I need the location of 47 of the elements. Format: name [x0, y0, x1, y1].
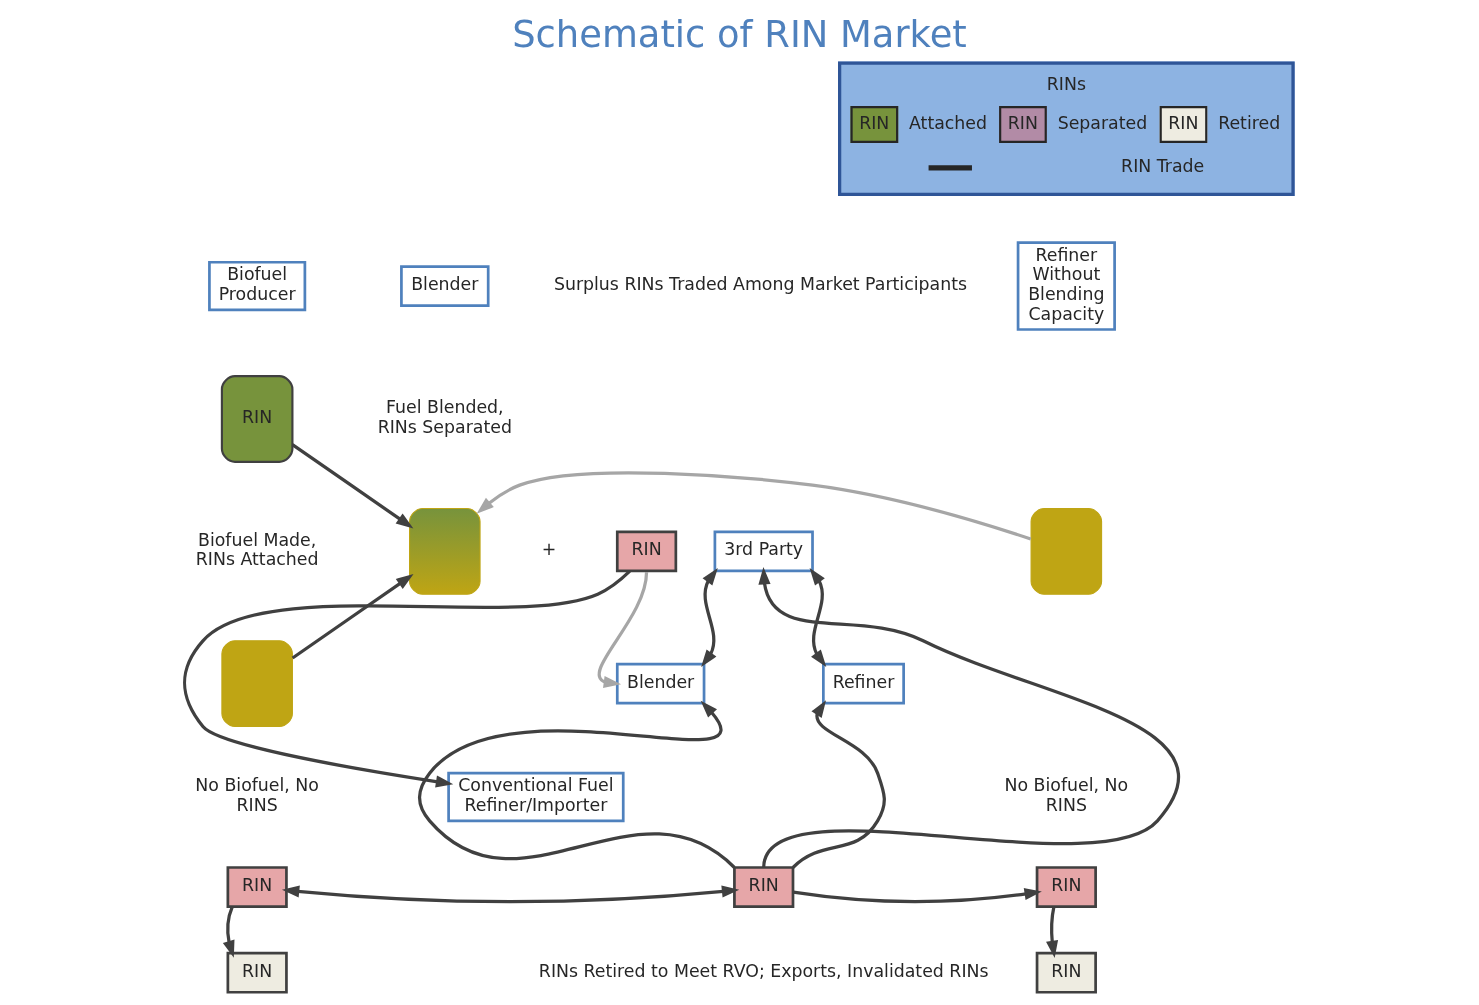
arrow	[418, 700, 736, 869]
node-box: RIN	[226, 866, 288, 908]
arrow	[809, 567, 827, 667]
arrow	[791, 700, 886, 869]
node-box: Refiner	[822, 662, 905, 705]
node-box: Conventional Fuel Refiner/Importer	[447, 771, 625, 823]
label: +	[541, 539, 557, 560]
node-box: RIN	[1035, 866, 1097, 908]
label: RIN	[859, 112, 890, 133]
arrow	[701, 567, 718, 667]
label: No Biofuel, No RINS	[1004, 775, 1129, 815]
legend-label: Separated	[1057, 112, 1148, 133]
label: RINs	[1046, 73, 1086, 94]
node-box: RIN	[226, 951, 288, 994]
arrow	[183, 569, 631, 788]
label: RINs Retired to Meet RVO; Exports, Invalidated RINs	[538, 960, 989, 981]
arrow	[597, 571, 649, 689]
arrow	[1046, 906, 1059, 958]
node-box: Biofuel Producer	[208, 260, 307, 312]
node-box: RIN	[1035, 951, 1097, 994]
node-box: RIN	[733, 866, 795, 908]
legend-label: RIN Trade	[1121, 155, 1205, 176]
arrow	[758, 567, 1180, 869]
node-box: Refiner Without Blending Capacity	[1016, 241, 1116, 331]
legend-label: Attached	[909, 112, 988, 133]
legend-label: Retired	[1218, 112, 1281, 133]
label: RIN	[1007, 112, 1038, 133]
node-box	[221, 640, 293, 728]
node-box	[1030, 507, 1103, 595]
node-box: RIN	[615, 530, 678, 573]
node-box: 3rd Party	[713, 530, 814, 573]
node-box: RIN	[220, 375, 294, 463]
arrow	[291, 443, 414, 529]
label: Surplus RINs Traded Among Market Participants	[553, 274, 967, 295]
arrow	[281, 885, 740, 904]
arrow	[793, 887, 1042, 904]
label: RIN	[1168, 112, 1199, 133]
arrow	[222, 906, 235, 958]
label: No Biofuel, No RINS	[195, 775, 319, 815]
arrow	[476, 471, 1032, 541]
node-box: Blender	[400, 265, 490, 307]
label: Biofuel Made, RINs Attached	[195, 529, 319, 570]
label: Fuel Blended, RINs Separated	[377, 397, 512, 437]
diagram-title: Schematic of RIN Market	[512, 12, 967, 56]
node-box	[409, 507, 481, 595]
arrow	[291, 574, 414, 660]
node-box: Blender	[615, 662, 706, 705]
